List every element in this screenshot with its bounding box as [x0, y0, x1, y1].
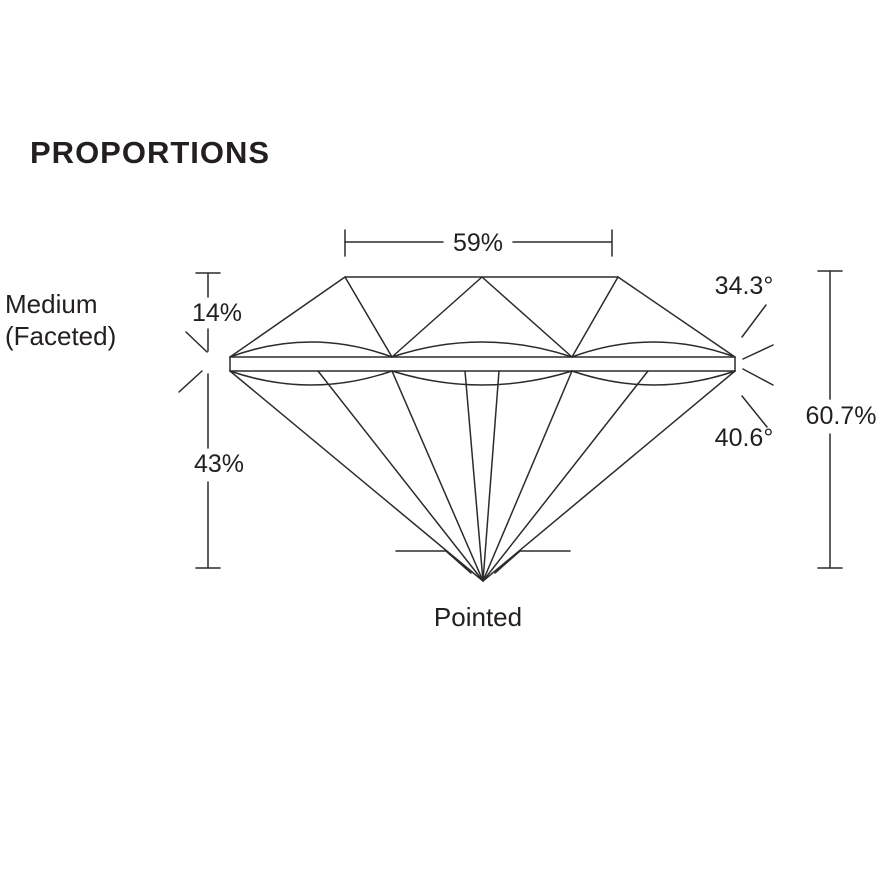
girdle-arrow-lower: [742, 368, 774, 386]
total-depth-label: 60.7%: [806, 402, 877, 430]
upper-girdle-facet-center: [391, 341, 573, 358]
pavilion-main-facet-3: [482, 370, 573, 582]
lower-girdle-facet-left: [229, 370, 393, 386]
crown-facet-zigzag: [344, 276, 619, 358]
pavilion-main-facet-2: [391, 370, 484, 582]
culet-label: Pointed: [434, 602, 522, 632]
girdle-pointer-lower: [178, 370, 203, 393]
girdle-label-line1: Medium: [5, 289, 97, 319]
pavilion-center-facet-right: [482, 370, 500, 582]
crown-angle-leader: [741, 304, 767, 338]
crown-height-label: 14%: [192, 299, 242, 327]
upper-girdle-facet-left: [229, 341, 393, 358]
pavilion-angle-label: 40.6°: [715, 424, 774, 452]
page-title: PROPORTIONS: [30, 135, 270, 170]
crown-left-outline: [229, 276, 346, 358]
crown-right-outline: [617, 276, 736, 358]
table-percentage-label: 59%: [453, 229, 503, 257]
diagram-lines: [178, 229, 843, 582]
culet-bracket-left: [395, 550, 472, 574]
pavilion-main-facet-4: [482, 370, 649, 582]
pavilion-left-outline: [229, 370, 484, 582]
pavilion-main-facet-1: [317, 370, 484, 582]
pavilion-center-facet-left: [464, 370, 484, 582]
culet-bracket-right: [494, 550, 571, 574]
upper-girdle-facet-right: [571, 341, 736, 358]
diagram-labels: PROPORTIONS 59% Medium (Faceted) 14% 43%…: [5, 135, 876, 632]
girdle-label-line2: (Faceted): [5, 321, 116, 351]
pavilion-right-outline: [482, 370, 736, 582]
lower-girdle-facet-center: [391, 370, 573, 386]
girdle-pointer-upper: [185, 331, 208, 353]
lower-girdle-facet-right: [571, 370, 736, 386]
pavilion-angle-leader: [741, 395, 768, 428]
girdle-arrow-upper: [742, 344, 774, 360]
crown-angle-label: 34.3°: [715, 272, 774, 300]
pavilion-depth-label: 43%: [194, 450, 244, 478]
